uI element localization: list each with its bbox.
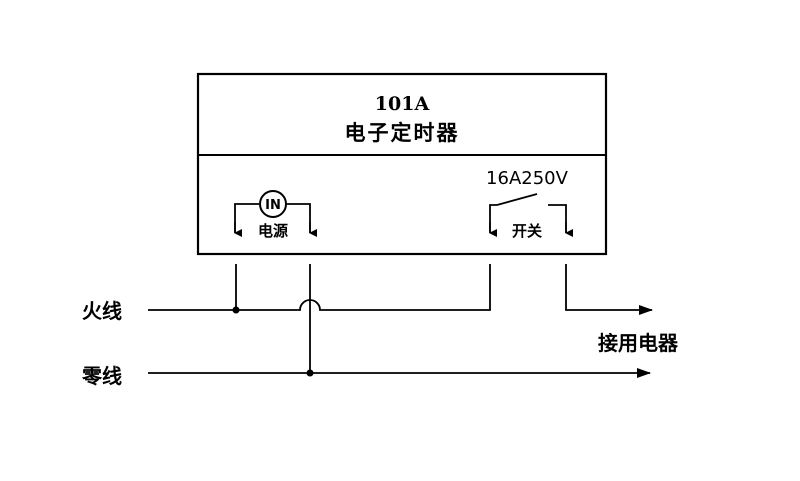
live-junction-dot xyxy=(232,306,240,314)
in-badge-circle xyxy=(259,190,287,218)
load-label: 接用电器 xyxy=(598,331,679,355)
device-model: 101A xyxy=(375,93,430,115)
power-label: 电源 xyxy=(258,222,288,240)
switch-label: 开关 xyxy=(512,222,542,240)
neutral-junction-dot xyxy=(306,369,314,377)
live-wire-label: 火线 xyxy=(82,299,122,323)
wiring xyxy=(148,264,653,378)
timer-box xyxy=(196,72,608,256)
device-name: 电子定时器 xyxy=(345,121,460,145)
switch-rating: 16A250V xyxy=(486,168,569,189)
in-badge-text: IN xyxy=(265,198,281,213)
neutral-wire-label: 零线 xyxy=(81,364,122,388)
